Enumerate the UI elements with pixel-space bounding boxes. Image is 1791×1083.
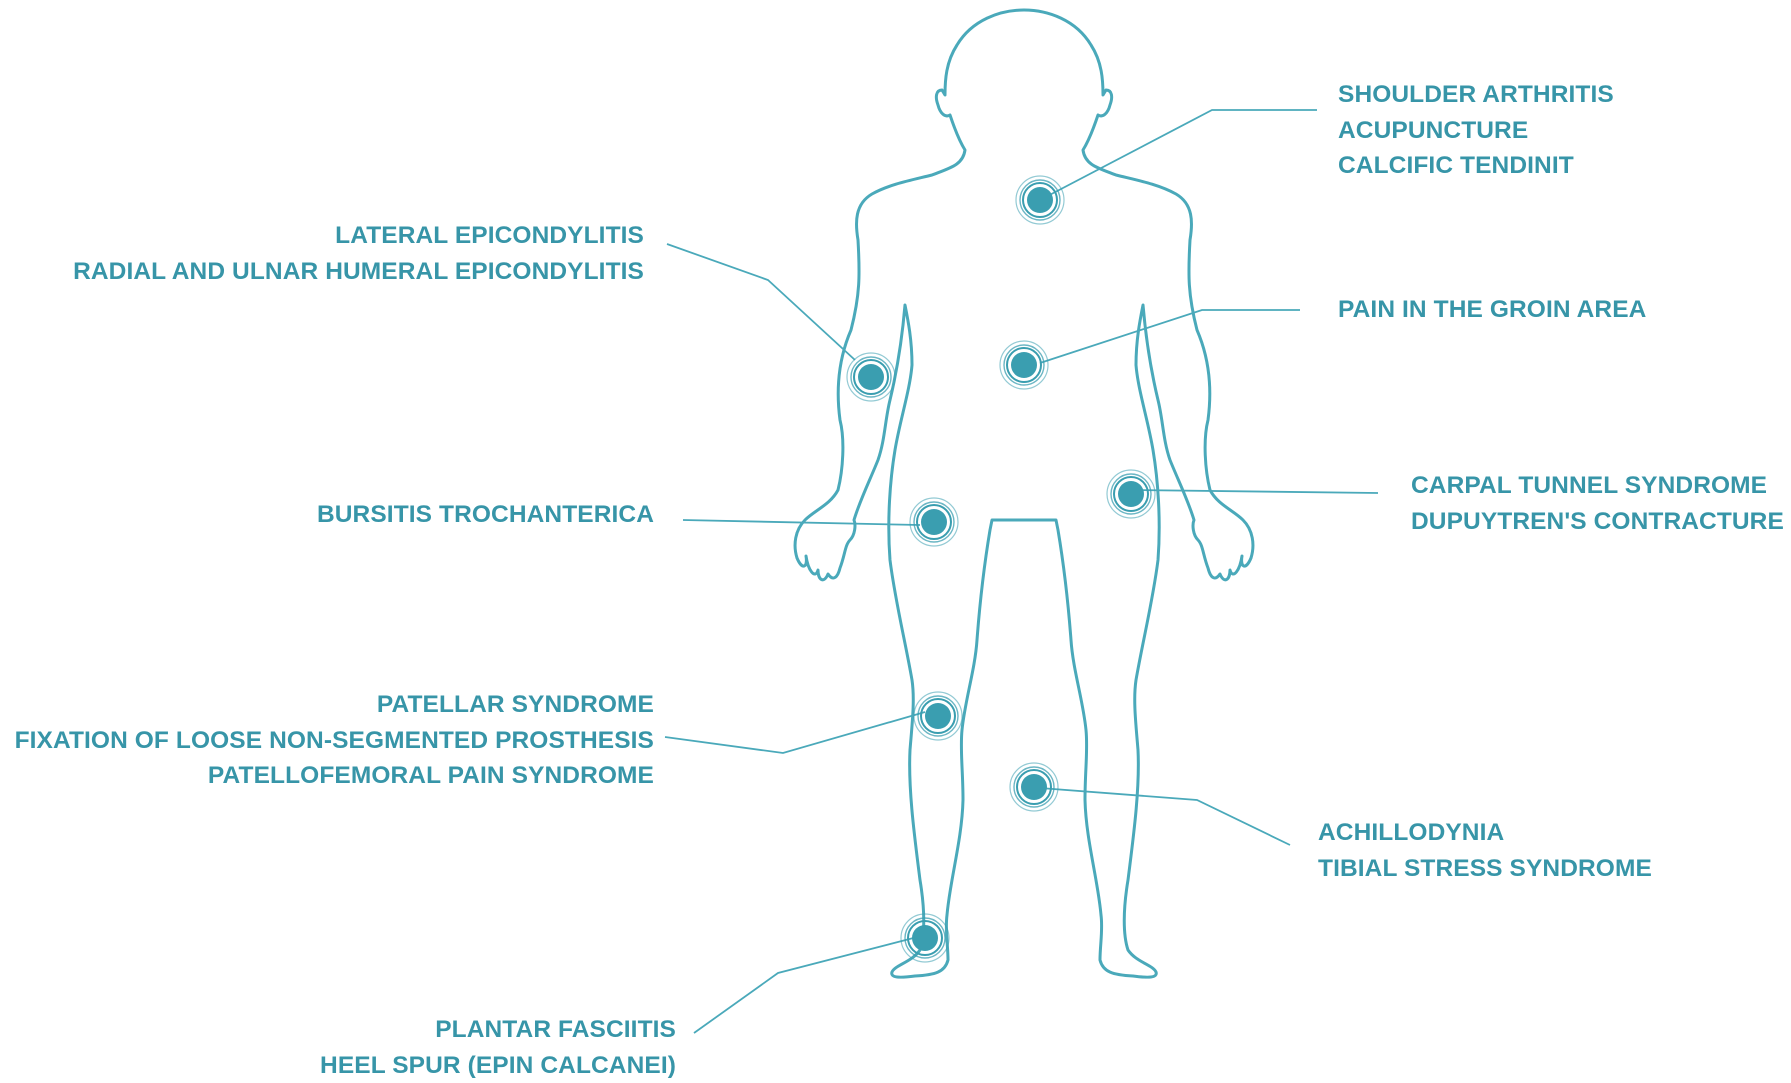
pain-point-elbow [847,353,895,401]
label-wrist: CARPAL TUNNEL SYNDROME DUPUYTREN'S CONTR… [1411,468,1784,539]
pain-point-wrist [1107,470,1155,518]
label-heel: PLANTAR FASCIITIS HEEL SPUR (EPIN CALCAN… [320,1012,676,1083]
label-shoulder: SHOULDER ARTHRITIS ACUPUNCTURE CALCIFIC … [1338,77,1614,184]
label-wrist-line-2: DUPUYTREN'S CONTRACTURE [1411,504,1784,540]
leader-line-shin [1040,788,1290,845]
leader-line-knee [665,712,925,753]
label-shoulder-line-3: CALCIFIC TENDINIT [1338,148,1614,184]
label-hip: BURSITIS TROCHANTERICA [317,497,654,533]
label-elbow-line-1: LATERAL EPICONDYLITIS [73,218,644,254]
pain-point-shoulder [1016,176,1064,224]
pain-point-heel [901,914,949,962]
label-shin-line-2: TIBIAL STRESS SYNDROME [1318,851,1652,887]
leader-line-groin [1040,310,1300,363]
label-wrist-line-1: CARPAL TUNNEL SYNDROME [1411,468,1784,504]
pain-point-shin [1010,763,1058,811]
label-shin-line-1: ACHILLODYNIA [1318,815,1652,851]
label-shoulder-line-2: ACUPUNCTURE [1338,113,1614,149]
label-knee: PATELLAR SYNDROME FIXATION OF LOOSE NON-… [15,687,654,794]
body-outline-left [795,10,1024,977]
label-elbow: LATERAL EPICONDYLITIS RADIAL AND ULNAR H… [73,218,644,289]
pain-point-groin [1000,341,1048,389]
label-shin: ACHILLODYNIA TIBIAL STRESS SYNDROME [1318,815,1652,886]
leader-line-heel [694,935,925,1033]
leader-line-elbow [667,244,855,360]
label-heel-line-1: PLANTAR FASCIITIS [320,1012,676,1048]
label-elbow-line-2: RADIAL AND ULNAR HUMERAL EPICONDYLITIS [73,254,644,290]
label-knee-line-3: PATELLOFEMORAL PAIN SYNDROME [15,758,654,794]
label-groin-line-1: PAIN IN THE GROIN AREA [1338,292,1646,328]
leader-line-shoulder [1040,110,1317,200]
label-groin: PAIN IN THE GROIN AREA [1338,292,1646,328]
label-knee-line-2: FIXATION OF LOOSE NON-SEGMENTED PROSTHES… [15,723,654,759]
pain-point-knee [914,692,962,740]
leader-line-wrist [1135,490,1378,493]
label-knee-line-1: PATELLAR SYNDROME [15,687,654,723]
pain-point-hip [910,498,958,546]
label-shoulder-line-1: SHOULDER ARTHRITIS [1338,77,1614,113]
label-heel-line-2: HEEL SPUR (EPIN CALCANEI) [320,1048,676,1083]
label-hip-line-1: BURSITIS TROCHANTERICA [317,497,654,533]
